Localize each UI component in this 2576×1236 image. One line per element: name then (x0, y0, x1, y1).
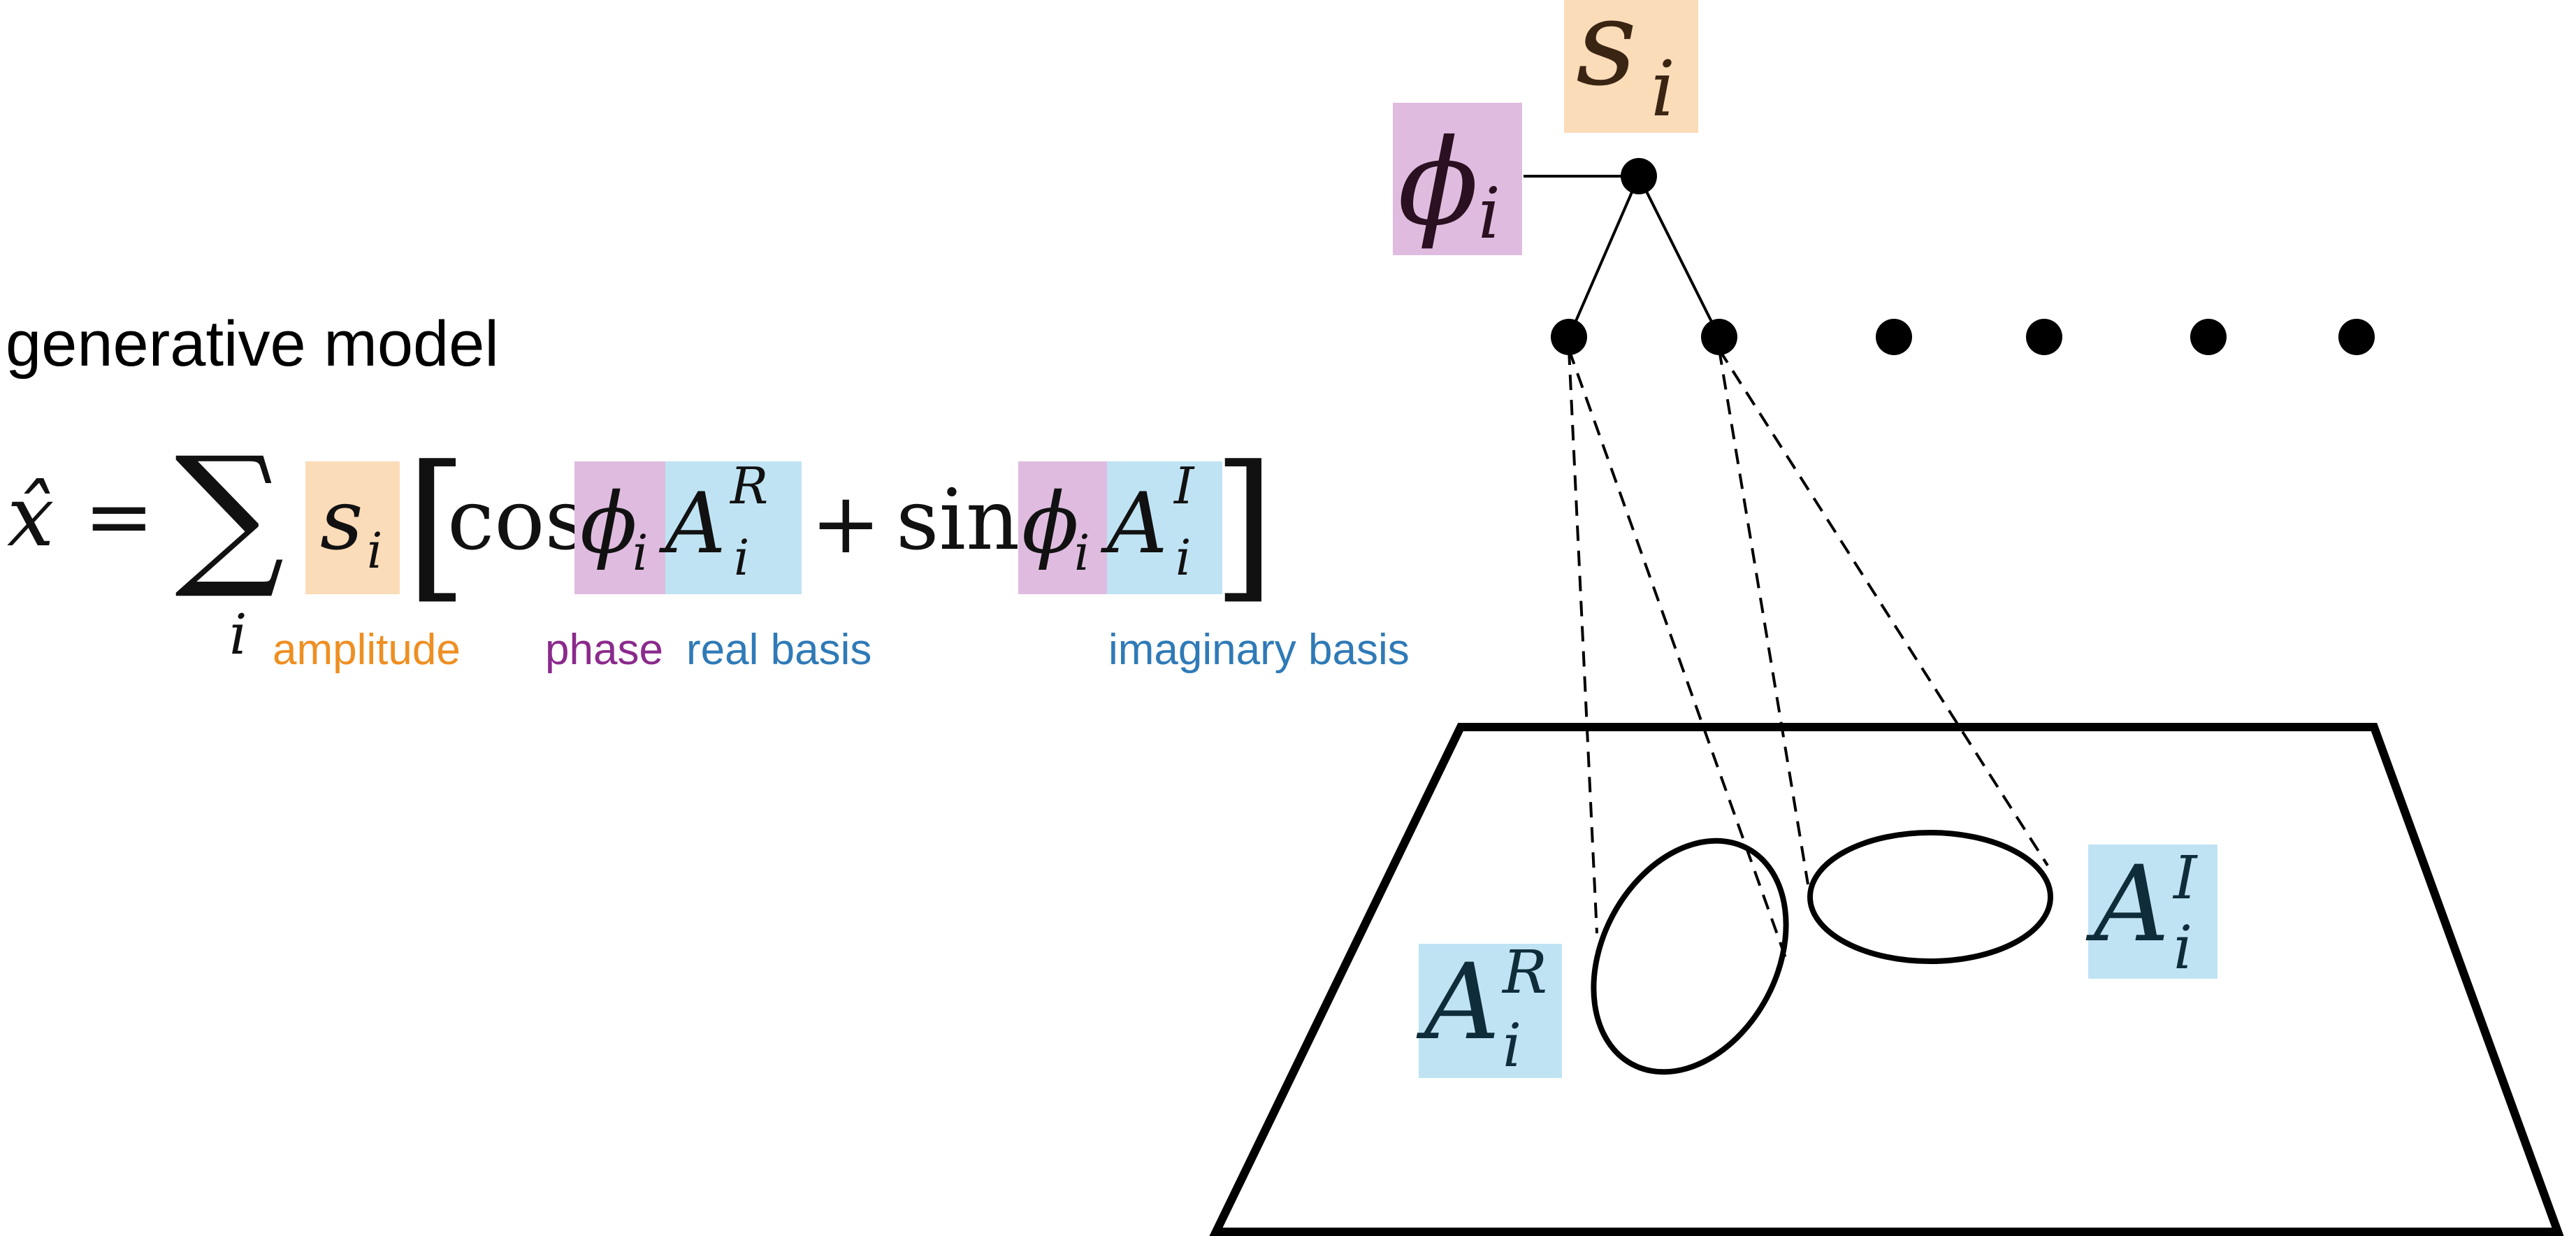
equation-cos: cos (447, 472, 588, 569)
edge-left (1568, 175, 1640, 338)
edge-right (1637, 175, 1721, 338)
projection-line (1568, 349, 1598, 934)
projection-line (1718, 349, 1809, 885)
label-phase: phase (545, 626, 663, 674)
equation-imag-subscript: i (1175, 529, 1191, 587)
equation-phase-var-cos: ϕ (580, 475, 637, 573)
extra-node (1876, 319, 1912, 355)
equation-phase-subscript-sin: i (1074, 524, 1090, 582)
equation-amplitude-var: s (320, 472, 363, 569)
top-amplitude-highlight (1564, 0, 1698, 133)
sum-index: i (229, 602, 247, 667)
top-amplitude-var: s (1576, 0, 1637, 113)
phase-highlight-sin (1018, 461, 1107, 594)
extra-node (2190, 319, 2227, 355)
equation-lhs: x̂ (7, 468, 55, 566)
child-node-imag (1701, 319, 1737, 355)
equation-imag-sup: I (1173, 457, 1195, 515)
sum-symbol: ∑ (175, 424, 284, 603)
equation-real-sup: R (729, 457, 768, 515)
equation-sin: sin (896, 472, 1020, 569)
equation: x̂ = ∑ i s i [ cos ϕ i A R i + sin ϕ i A… (7, 424, 1275, 667)
equation-close-bracket: ] (1213, 432, 1275, 619)
extra-node (2026, 319, 2062, 355)
real-basis-highlight (665, 461, 802, 594)
image-plane (1209, 723, 2564, 1236)
imaginary-basis-ellipse (1807, 830, 2053, 964)
projection-line (1568, 349, 1787, 958)
top-phase-var: ϕ (1398, 114, 1479, 252)
real-basis-ellipse (1591, 838, 1789, 1075)
equation-open-bracket: [ (405, 432, 468, 619)
equation-plus: + (811, 475, 881, 573)
real-basis-label-highlight (1419, 944, 1562, 1078)
imaginary-basis-highlight (1107, 461, 1222, 594)
real-basis-label-sub: i (1503, 1012, 1521, 1081)
equation-equals: = (84, 468, 154, 566)
top-phase-subscript: i (1478, 173, 1500, 254)
equation-basis-var-imag: A (1100, 475, 1168, 573)
imaginary-basis-label-sub: i (2173, 914, 2192, 983)
label-amplitude: amplitude (273, 626, 461, 674)
real-basis-label-sup: R (1501, 938, 1547, 1007)
equation-phase-var-sin: ϕ (1022, 475, 1079, 573)
equation-labels: amplitude phase real basis imaginary bas… (273, 626, 1410, 674)
imaginary-basis-label-var: A (2085, 844, 2169, 965)
top-node (1621, 158, 1657, 194)
projection-lines (1568, 348, 2049, 958)
projection-line (1718, 348, 2049, 867)
amplitude-highlight (305, 461, 400, 594)
real-basis-label-var: A (1416, 942, 1500, 1063)
child-node-real (1551, 319, 1587, 355)
label-real-basis: real basis (686, 626, 871, 674)
diagram-title: generative model (6, 308, 499, 380)
imaginary-basis-label-highlight (2088, 845, 2217, 979)
top-amplitude-subscript: i (1651, 44, 1675, 134)
extra-node (2338, 319, 2375, 355)
top-phase-highlight (1393, 103, 1522, 255)
phase-highlight-cos (574, 461, 665, 594)
equation-basis-var-real: A (658, 475, 726, 573)
equation-phase-subscript-cos: i (632, 524, 648, 582)
equation-real-subscript: i (734, 529, 749, 587)
equation-amplitude-subscript: i (367, 522, 382, 580)
imaginary-basis-label-sup: I (2172, 844, 2198, 913)
network: s i ϕ i A R i (1209, 0, 2564, 1236)
label-imaginary-basis: imaginary basis (1108, 626, 1410, 674)
